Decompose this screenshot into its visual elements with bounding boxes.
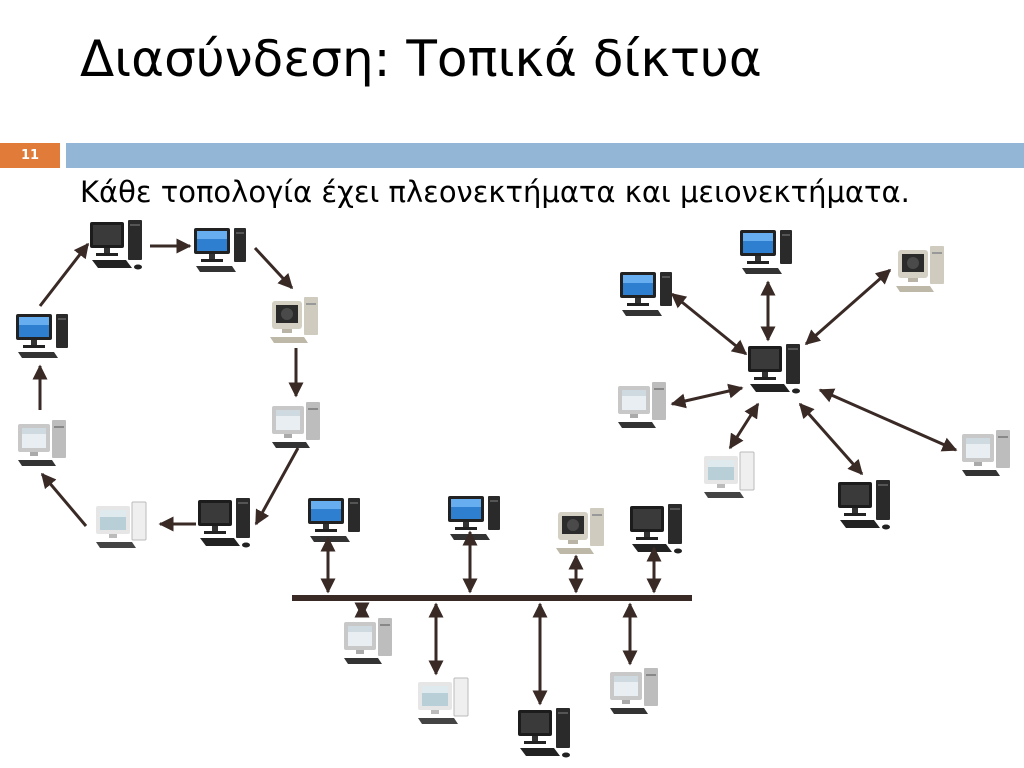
ring-node-blue-screen-computer-icon: [194, 228, 246, 272]
star-link-arrow: [670, 292, 748, 356]
ring-arrow: [40, 472, 88, 527]
ring-arrow: [254, 447, 300, 526]
star-node-white-computer-icon: [703, 451, 755, 499]
star-link-arrow: [728, 402, 760, 450]
ring-node-white-computer-icon: [95, 501, 147, 549]
star-node-grey-computer-icon: [618, 382, 666, 428]
star-link-arrow: [818, 388, 958, 452]
ring-arrow: [253, 246, 294, 290]
bus-node-dark-computer-icon: [518, 708, 570, 758]
ring-node-grey-computer-icon: [18, 420, 66, 466]
bus-node-grey-computer-icon: [344, 618, 392, 664]
star-node-dark-computer-icon: [838, 480, 890, 530]
ring-node-dark-computer-icon: [90, 220, 142, 270]
star-node-grey-computer-icon: [962, 430, 1010, 476]
ring-topology: [16, 220, 320, 549]
star-link-arrow: [798, 402, 864, 476]
star-node-blue-screen-computer-icon: [740, 230, 792, 274]
bus-node-dark-computer-icon: [630, 504, 682, 554]
bus-node-blue-screen-computer-icon: [448, 496, 500, 540]
ring-node-beige-computer-icon: [270, 297, 318, 343]
slide-number: 11: [0, 143, 60, 168]
star-node-blue-screen-computer-icon: [620, 272, 672, 316]
bus-node-white-computer-icon: [417, 677, 469, 725]
ring-node-blue-screen-computer-icon: [16, 314, 68, 358]
star-topology: [618, 230, 1010, 530]
star-link-arrow: [804, 268, 892, 346]
bus-node-blue-screen-computer-icon: [308, 498, 360, 542]
ring-node-dark-computer-icon: [198, 498, 250, 548]
star-node-beige-computer-icon: [896, 246, 944, 292]
ring-node-grey-computer-icon: [272, 402, 320, 448]
star-link-arrow: [670, 383, 744, 409]
bus-node-beige-computer-icon: [556, 508, 604, 554]
ring-arrow: [38, 242, 90, 307]
star-hub-dark-computer-icon: [748, 344, 800, 394]
bus-node-grey-computer-icon: [610, 668, 658, 714]
bus-topology: [292, 496, 692, 758]
slide-title: Διασύνδεση: Τοπικά δίκτυα: [80, 30, 762, 88]
header-bar: [66, 143, 1024, 168]
slide-body-text: Κάθε τοπολογία έχει πλεονεκτήματα και με…: [80, 175, 910, 209]
